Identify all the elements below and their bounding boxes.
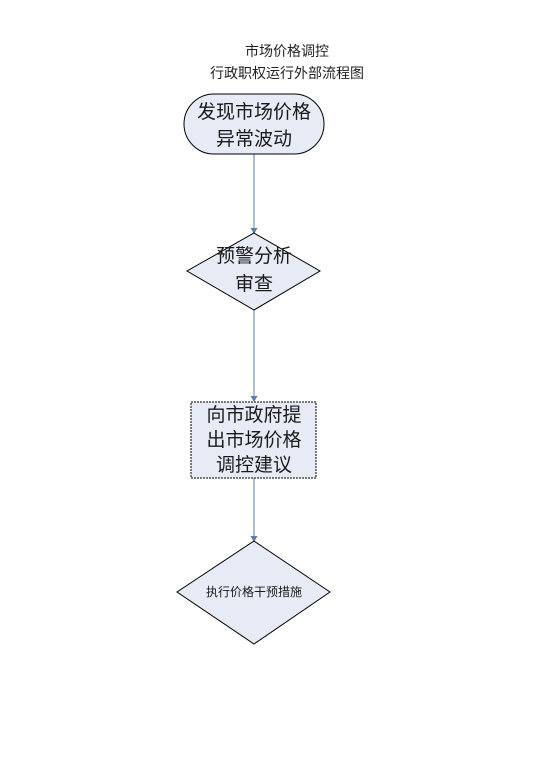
node-proposal-line-3: 调控建议 bbox=[216, 454, 292, 476]
process-shape bbox=[190, 401, 317, 479]
connectors bbox=[250, 154, 258, 542]
node-execute: 执行价格干预措施 bbox=[176, 540, 331, 645]
arrowhead-review bbox=[250, 228, 258, 234]
decision-shape-execute bbox=[176, 540, 331, 645]
arrowhead-execute bbox=[250, 536, 258, 542]
node-execute-line-1: 执行价格干预措施 bbox=[206, 584, 302, 599]
terminator-shape bbox=[183, 93, 325, 155]
decision-shape bbox=[185, 232, 321, 311]
flowchart-title: 市场价格调控 行政职权运行外部流程图 bbox=[210, 43, 364, 82]
node-proposal-line-1: 向市政府提 bbox=[206, 404, 301, 426]
node-start: 发现市场价格 异常波动 bbox=[183, 93, 325, 155]
node-review-line-1: 预警分析 bbox=[216, 245, 292, 267]
node-start-line-2: 异常波动 bbox=[216, 128, 292, 150]
title-line-2: 行政职权运行外部流程图 bbox=[210, 66, 364, 82]
arrowhead-proposal bbox=[250, 396, 258, 402]
node-review-line-2: 审查 bbox=[235, 273, 273, 295]
node-proposal-line-2: 出市场价格 bbox=[206, 429, 301, 451]
node-proposal: 向市政府提 出市场价格 调控建议 bbox=[190, 401, 317, 479]
node-review: 预警分析 审查 bbox=[185, 232, 321, 311]
node-start-line-1: 发现市场价格 bbox=[197, 101, 311, 123]
title-line-1: 市场价格调控 bbox=[245, 43, 329, 60]
